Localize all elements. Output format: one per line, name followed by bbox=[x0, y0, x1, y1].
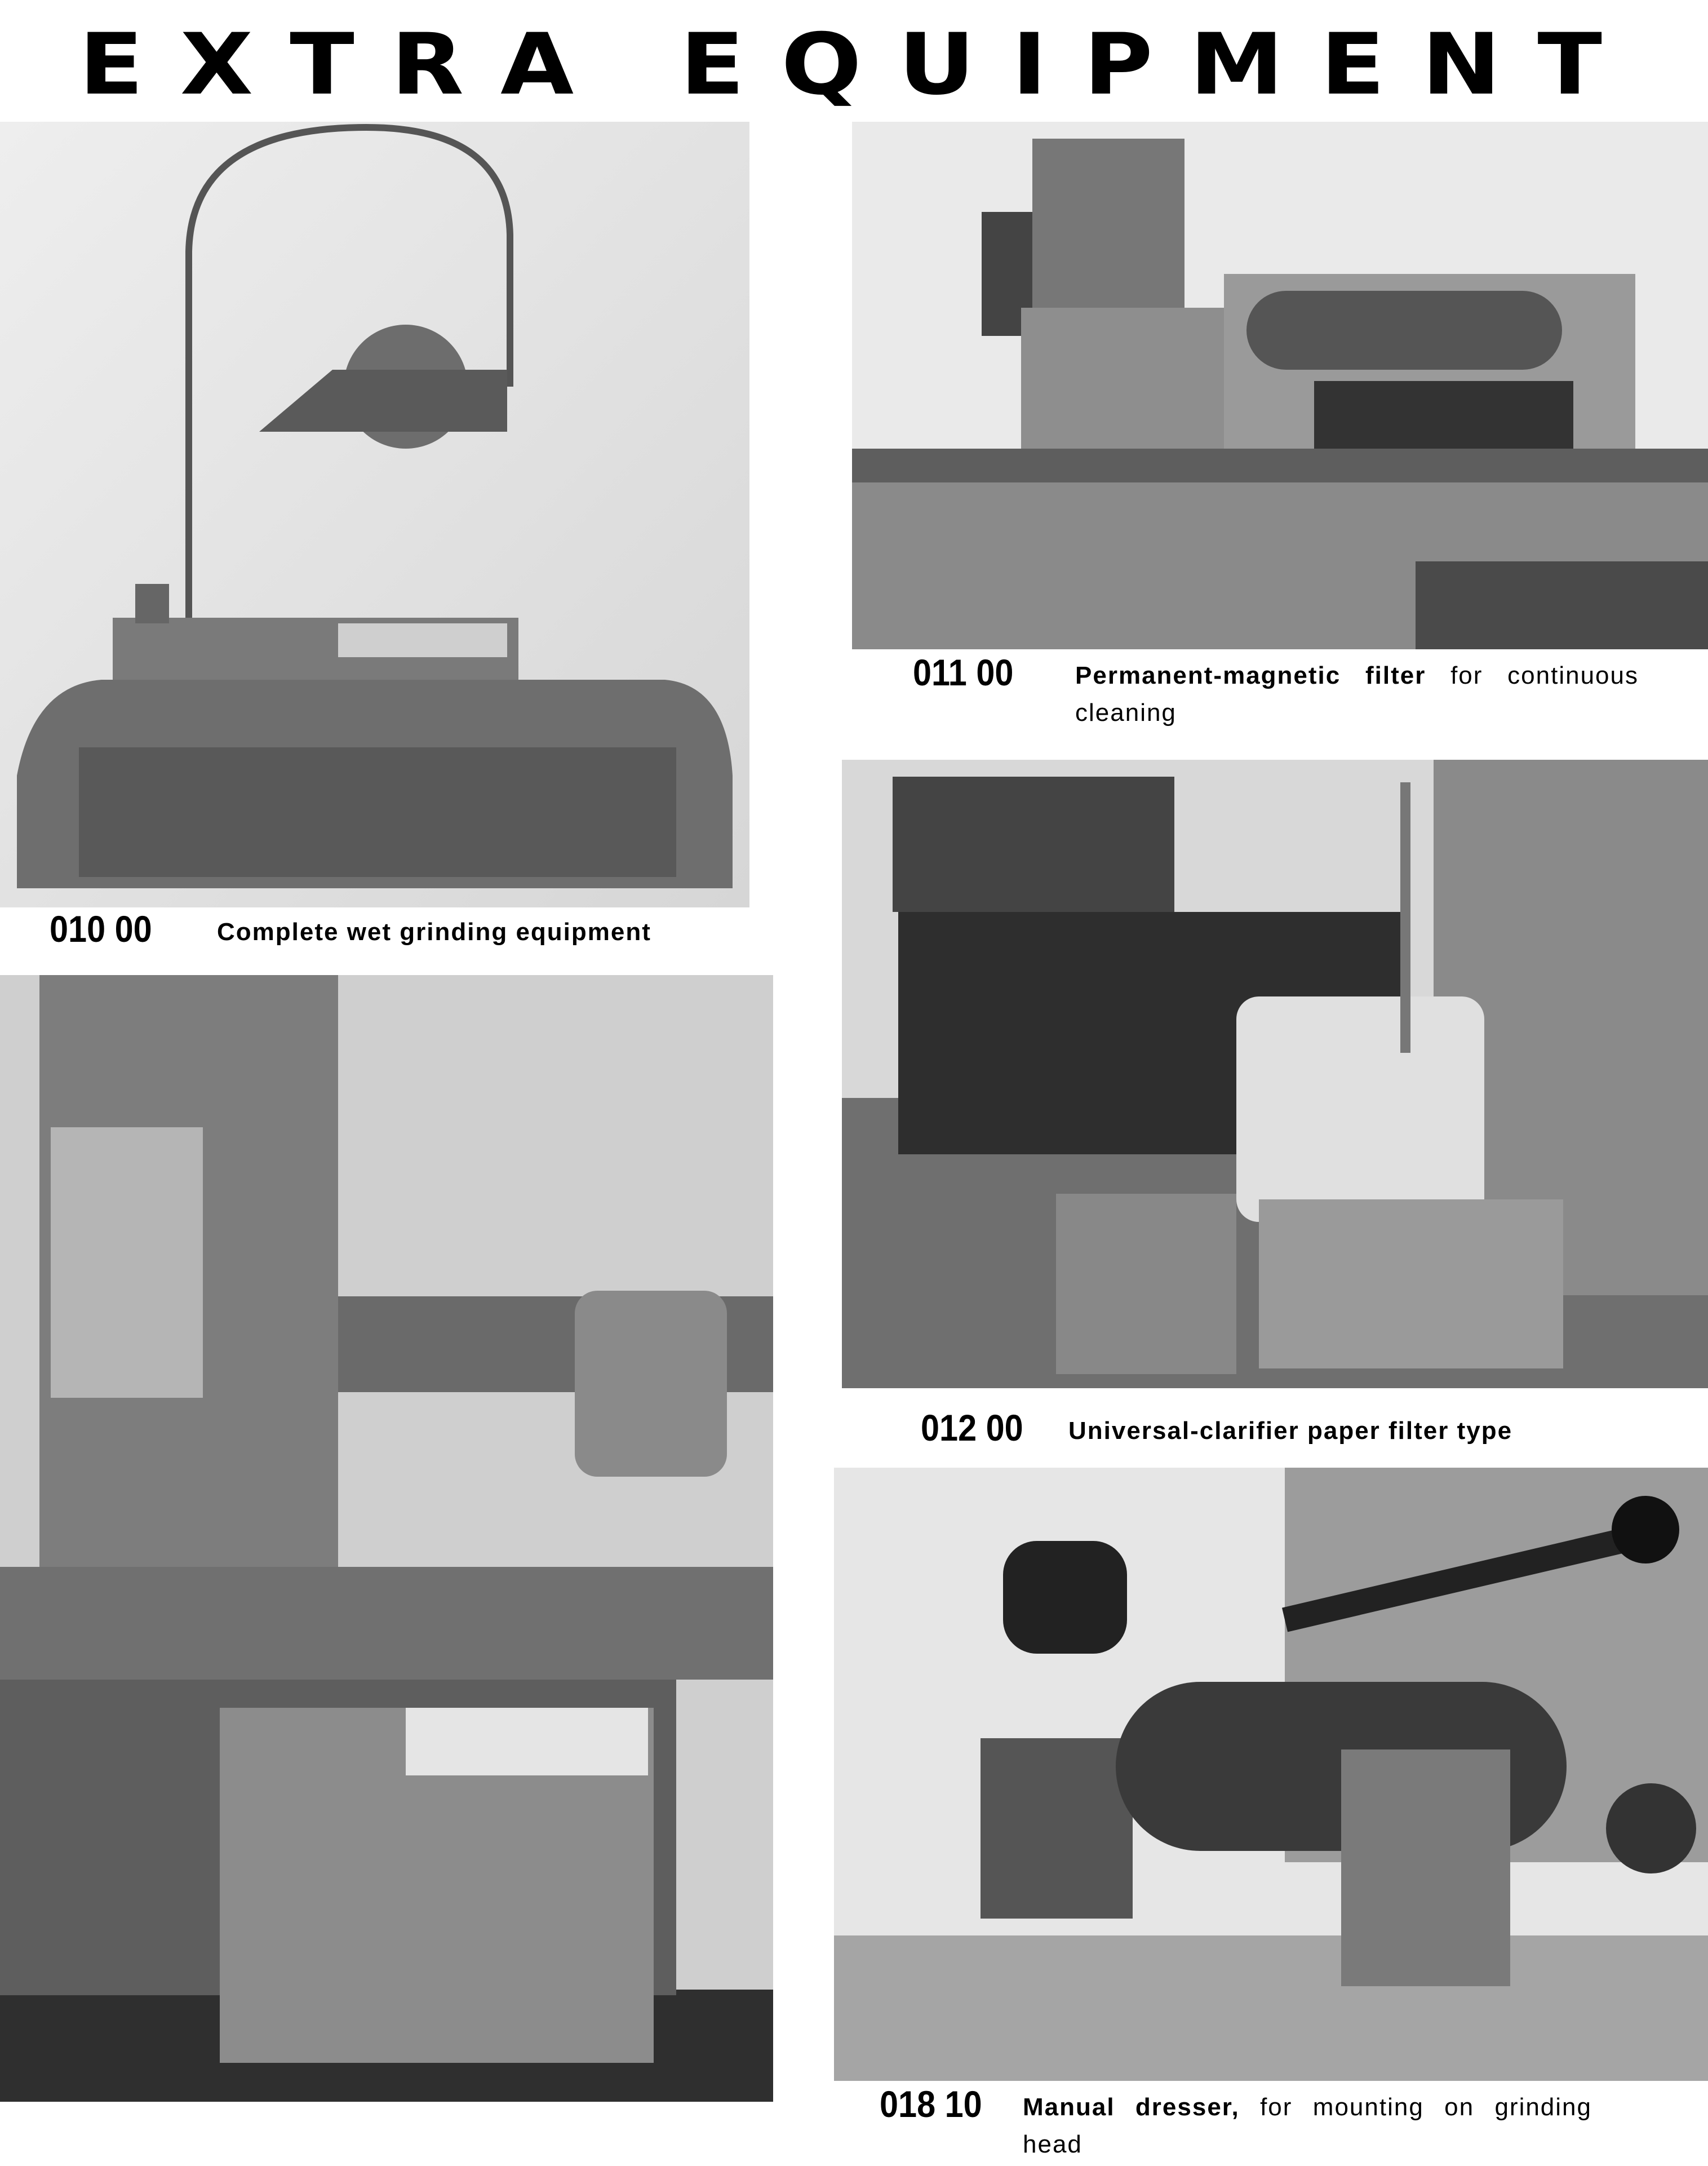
item-description: for mounting on grinding head bbox=[1023, 2093, 1592, 2158]
item-code: 011 00 bbox=[913, 652, 1014, 693]
item-name: Manual dresser, bbox=[1023, 2093, 1240, 2121]
grinding-machine-photo bbox=[0, 975, 773, 2102]
item-name: Complete wet grinding equipment bbox=[217, 918, 651, 946]
item-caption: 012 00 Universal-clarifier paper filter … bbox=[921, 1409, 1653, 1454]
item-caption: 011 00 Permanent-magnetic filter for con… bbox=[913, 654, 1645, 733]
paper-filter-photo bbox=[842, 760, 1708, 1388]
page-title: EXTRA EQUIPMENT bbox=[79, 16, 1639, 114]
wet-grinding-equipment-photo bbox=[0, 122, 749, 907]
item-caption: 018 10 Manual dresser, for mounting on g… bbox=[880, 2085, 1595, 2164]
item-code: 012 00 bbox=[921, 1407, 1023, 1449]
item-code: 018 10 bbox=[880, 2083, 982, 2125]
item-name: Universal-clarifier paper filter type bbox=[1068, 1417, 1513, 1445]
item-description: for continuous cleaning bbox=[1075, 662, 1639, 727]
item-caption: 010 00 Complete wet grinding equipment bbox=[50, 910, 748, 953]
manual-dresser-photo bbox=[834, 1468, 1708, 2081]
magnetic-filter-photo bbox=[852, 122, 1708, 649]
item-name: Permanent-magnetic filter bbox=[1075, 662, 1426, 689]
item-code: 010 00 bbox=[50, 908, 152, 950]
